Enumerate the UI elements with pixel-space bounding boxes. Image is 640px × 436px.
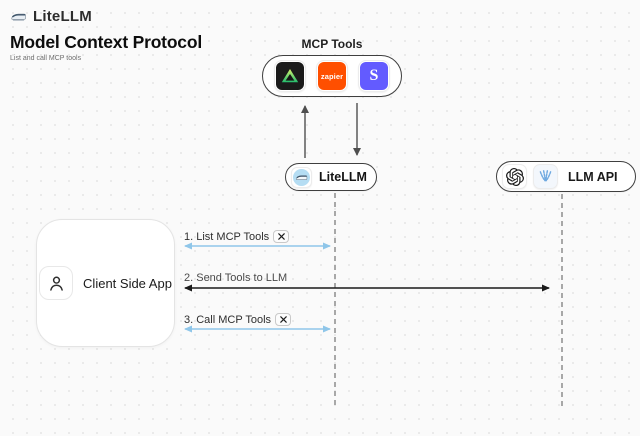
page-title: Model Context Protocol xyxy=(10,32,202,52)
step-2-label: 2. Send Tools to LLM xyxy=(184,272,288,284)
zapier-frame: zapier xyxy=(316,60,348,92)
zapier-icon: zapier xyxy=(318,62,346,90)
person-icon xyxy=(46,273,67,294)
openai-icon-frame xyxy=(502,164,527,189)
blue-feather-icon xyxy=(537,168,554,185)
blue-feather-icon-frame xyxy=(533,164,558,189)
openai-icon xyxy=(505,167,524,186)
stripe-frame: S xyxy=(358,60,390,92)
litellm-node: LiteLLM xyxy=(285,163,377,191)
litellm-node-label: LiteLLM xyxy=(319,170,367,184)
brand-name: LiteLLM xyxy=(33,8,92,25)
step-1-label: 1. List MCP Tools xyxy=(184,230,270,243)
person-icon-frame xyxy=(39,266,74,300)
mcp-tools-label: MCP Tools xyxy=(301,37,363,51)
llm-api-node-label: LLM API xyxy=(568,169,618,184)
step-3-label-row: 3. Call MCP Tools xyxy=(184,313,292,326)
litellm-icon-frame xyxy=(291,166,312,188)
train-icon xyxy=(10,8,27,25)
green-triangle-tool-frame xyxy=(274,60,306,92)
step-2-label-row: 2. Send Tools to LLM xyxy=(184,272,287,284)
brand-logo[interactable]: LiteLLM xyxy=(10,8,92,25)
step-1-label-row: 1. List MCP Tools xyxy=(184,230,290,243)
zapier-wordmark: zapier xyxy=(320,71,344,81)
litellm-train-icon xyxy=(293,168,310,186)
stripe-icon: S xyxy=(360,62,388,90)
step-3-label: 3. Call MCP Tools xyxy=(184,313,272,326)
tools-icon xyxy=(275,313,292,326)
client-side-app-label: Client Side App xyxy=(83,275,172,291)
client-side-app-node: Client Side App xyxy=(36,219,175,347)
mcp-tools-node: zapier S xyxy=(262,55,402,97)
tools-icon xyxy=(273,230,290,243)
page-subtitle: List and call MCP tools xyxy=(10,55,82,62)
green-triangle-tool-icon xyxy=(276,62,304,90)
llm-api-node: LLM API xyxy=(496,161,636,192)
stripe-letter: S xyxy=(369,67,379,84)
